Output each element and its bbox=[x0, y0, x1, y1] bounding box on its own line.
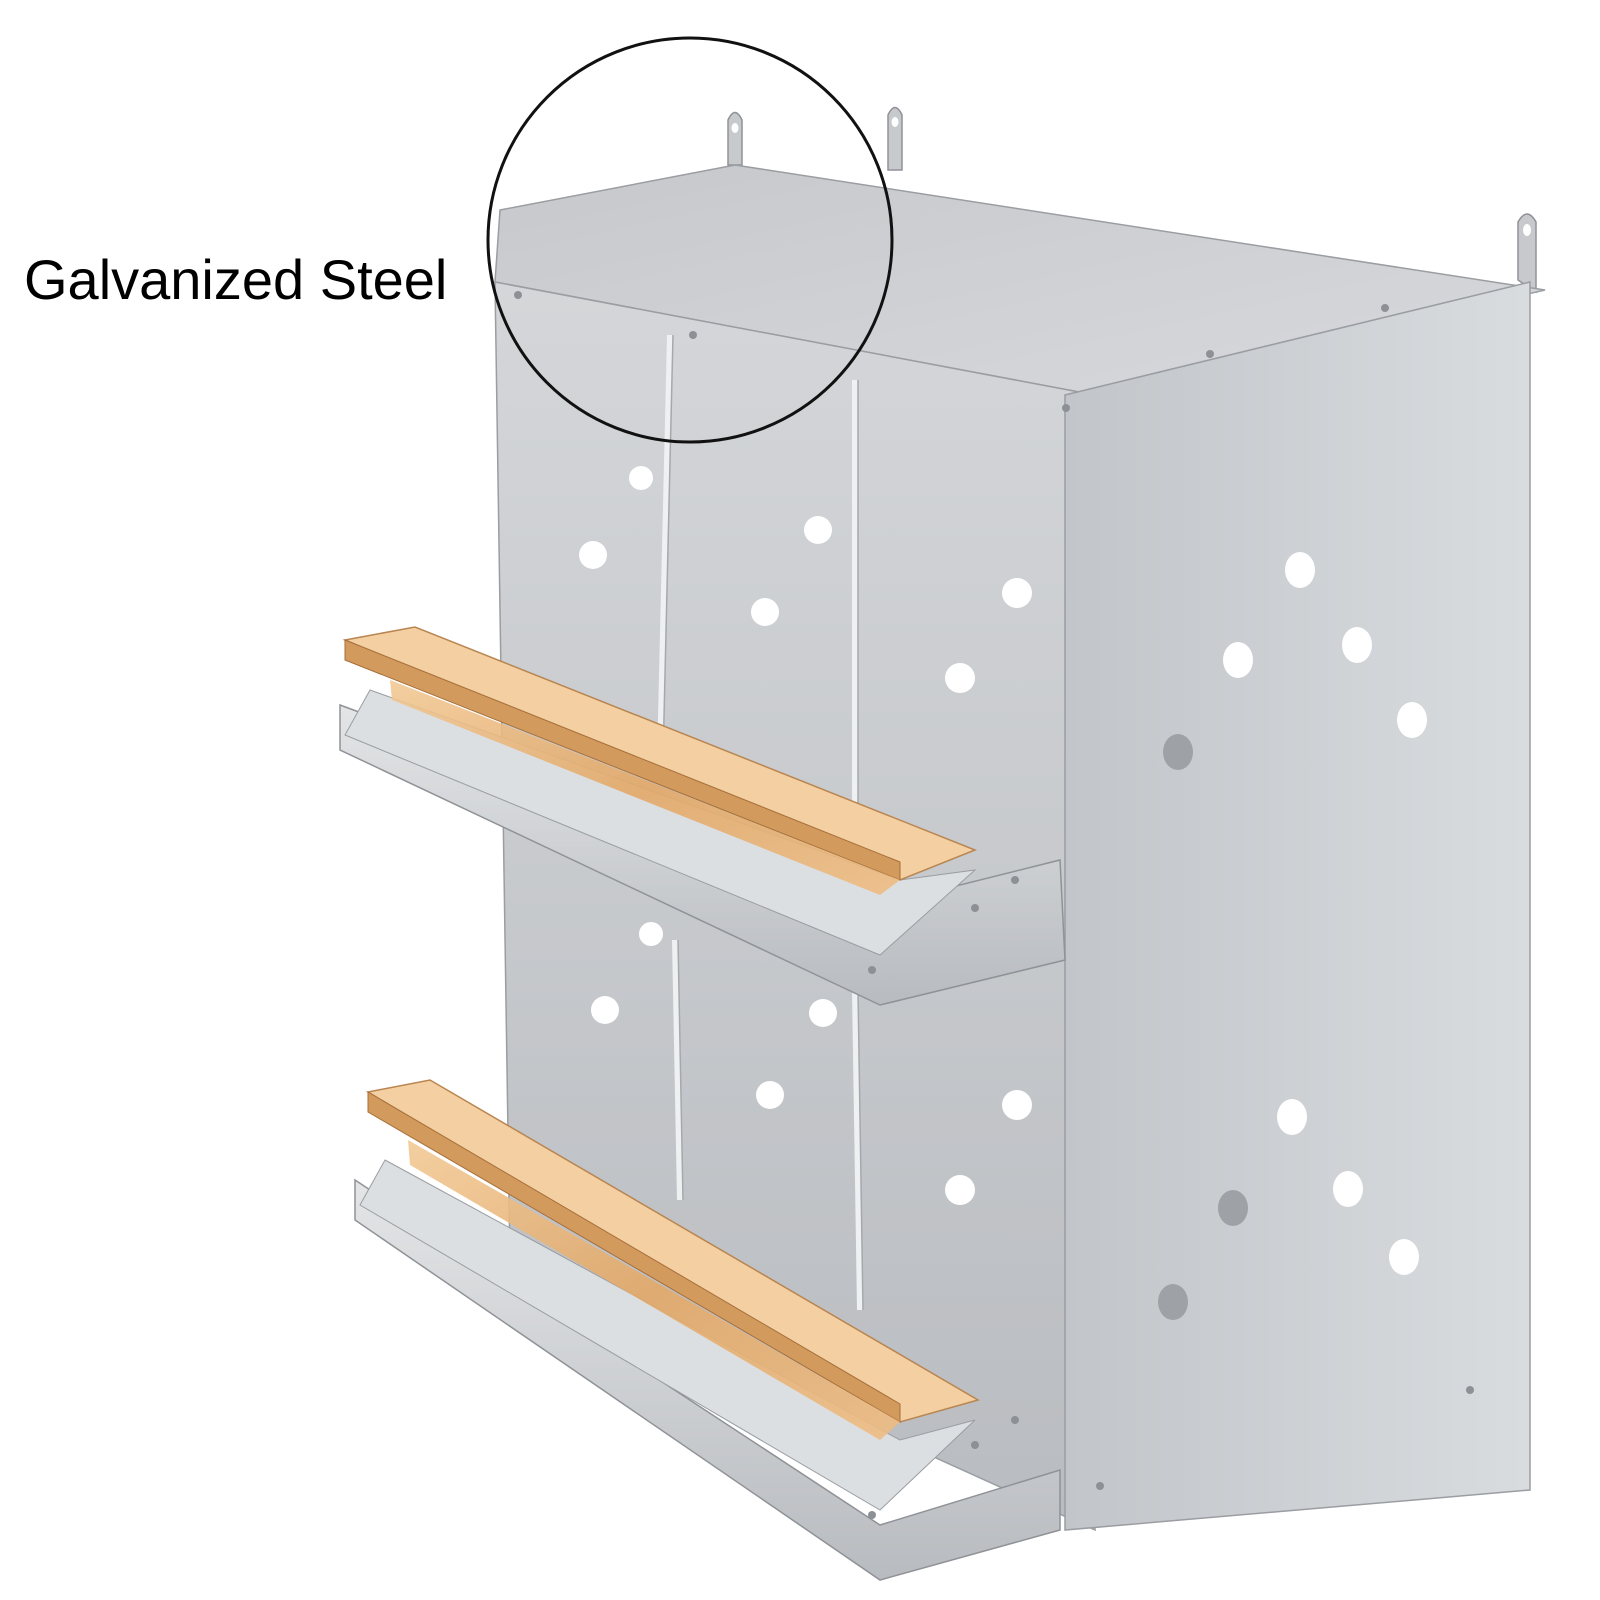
upper-wooden-perch bbox=[342, 626, 978, 895]
material-callout-label: Galvanized Steel bbox=[24, 248, 448, 311]
side-panel bbox=[1064, 281, 1531, 1531]
rivets bbox=[514, 291, 1474, 1490]
hanging-tabs bbox=[727, 106, 1537, 294]
upper-egg-tray bbox=[339, 689, 1066, 1006]
compartment-dividers bbox=[657, 334, 863, 1311]
lower-egg-tray bbox=[354, 1159, 1061, 1581]
detail-callout-circle bbox=[486, 36, 894, 444]
back-vent-holes bbox=[579, 466, 1032, 1205]
lower-wooden-perch bbox=[365, 1079, 980, 1440]
side-vent-holes bbox=[1158, 552, 1427, 1320]
